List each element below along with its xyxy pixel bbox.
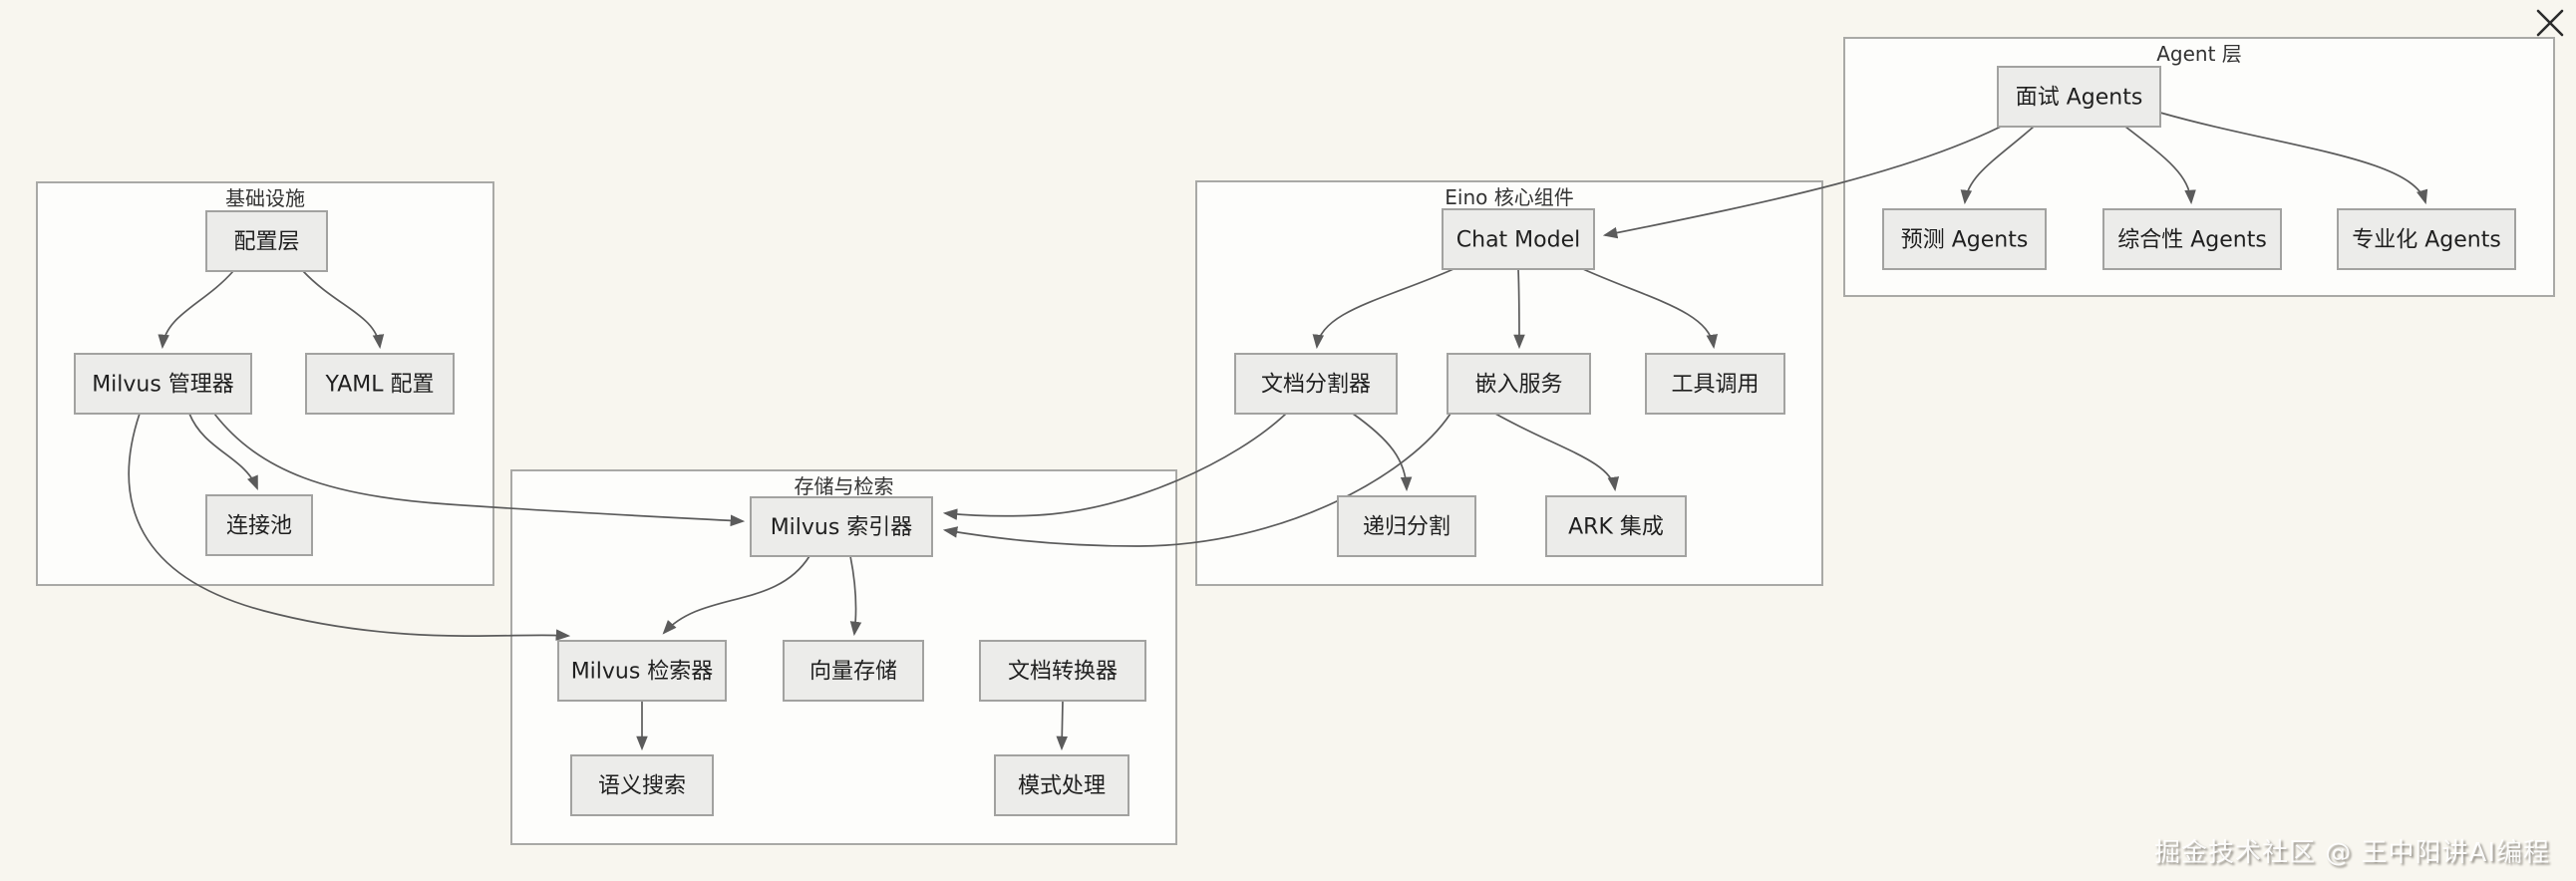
node-semantic-search-box [570,754,714,816]
node-milvus-retriever: Milvus 检索器 [557,640,727,702]
group-infrastructure-title: 基础设施 [225,186,305,210]
node-config-layer-label: 配置层 [233,230,299,255]
node-milvus-indexer: Milvus 索引器 [750,496,933,557]
node-tool-calling-box [1645,353,1785,415]
edge-chat-model-to-tool-calling [1582,268,1719,350]
node-milvus-manager-box [74,353,252,415]
node-interview-agents-label: 面试 Agents [2016,86,2143,111]
node-interview-agents-box [1997,66,2161,128]
edge-milvus-manager-to-milvus-retriever [128,413,571,641]
node-chat-model-box [1442,208,1595,270]
node-milvus-manager: Milvus 管理器 [74,353,252,415]
watermark-text: 掘金技术社区 @ 王中阳讲AI编程 [2154,838,2550,868]
node-vector-storage-label: 向量存储 [809,660,897,685]
node-vector-storage: 向量存储 [783,640,924,702]
node-semantic-search: 语义搜索 [570,754,714,816]
edge-doc-splitter-to-milvus-indexer [942,413,1287,520]
node-embedding-service: 嵌入服务 [1447,353,1591,415]
close-button[interactable] [2532,5,2568,41]
node-doc-transformer: 文档转换器 [979,640,1146,702]
node-vector-storage-box [783,640,924,702]
node-config-layer: 配置层 [205,210,328,272]
node-yaml-config-box [305,353,455,415]
node-embedding-service-box [1447,353,1591,415]
edge-embedding-service-to-milvus-indexer [942,413,1451,547]
node-yaml-config-label: YAML 配置 [324,373,434,398]
node-doc-splitter-box [1234,353,1398,415]
node-doc-transformer-box [979,640,1146,702]
node-chat-model-label: Chat Model [1456,228,1580,253]
node-doc-transformer-label: 文档转换器 [1008,660,1118,685]
node-connection-pool-box [205,494,313,556]
node-milvus-retriever-box [557,640,727,702]
node-config-layer-box [205,210,328,272]
node-yaml-config: YAML 配置 [305,353,455,415]
node-milvus-indexer-label: Milvus 索引器 [771,515,913,540]
node-ark-integration-label: ARK 集成 [1568,515,1664,540]
edge-chat-model-to-embedding-service [1513,268,1525,350]
edge-config-layer-to-milvus-manager [158,270,234,350]
edge-embedding-service-to-ark-integration [1494,413,1620,492]
node-schema-processing: 模式处理 [994,754,1129,816]
edge-chat-model-to-doc-splitter [1312,268,1454,350]
node-comprehensive-agents-label: 综合性 Agents [2117,228,2267,253]
node-prediction-agents-label: 预测 Agents [1901,228,2029,253]
node-recursive-split-label: 递归分割 [1363,515,1450,540]
node-comprehensive-agents: 综合性 Agents [2102,208,2282,270]
node-prediction-agents-box [1882,208,2047,270]
edge-milvus-manager-to-milvus-indexer [213,413,746,527]
node-milvus-manager-label: Milvus 管理器 [92,373,234,398]
node-tool-calling-label: 工具调用 [1671,373,1759,398]
node-interview-agents: 面试 Agents [1997,66,2161,128]
node-ark-integration-box [1545,495,1687,557]
edge-milvus-indexer-to-milvus-retriever [662,555,810,635]
edge-interview-agents-to-prediction-agents [1960,126,2035,205]
edge-interview-agents-to-specialized-agents [2159,112,2428,205]
node-milvus-indexer-box [750,496,933,557]
node-schema-processing-box [994,754,1129,816]
node-chat-model: Chat Model [1442,208,1595,270]
node-specialized-agents-box [2337,208,2516,270]
edge-doc-transformer-to-schema-processing [1056,700,1069,751]
edge-doc-splitter-to-recursive-split [1352,413,1413,492]
node-connection-pool-label: 连接池 [226,514,292,539]
node-comprehensive-agents-box [2102,208,2282,270]
node-specialized-agents-label: 专业化 Agents [2352,228,2501,253]
node-recursive-split: 递归分割 [1337,495,1476,557]
node-schema-processing-label: 模式处理 [1018,774,1106,799]
edge-interview-agents-to-chat-model [1602,126,2002,239]
edge-config-layer-to-yaml-config [302,270,385,350]
group-storage-retrieval-title: 存储与检索 [795,474,894,498]
node-doc-splitter-label: 文档分割器 [1261,373,1371,398]
node-semantic-search-label: 语义搜索 [598,774,686,799]
group-eino-core-title: Eino 核心组件 [1445,185,1573,209]
node-milvus-retriever-label: Milvus 检索器 [571,660,714,685]
node-tool-calling: 工具调用 [1645,353,1785,415]
node-recursive-split-box [1337,495,1476,557]
group-agent-layer-title: Agent 层 [2156,42,2242,66]
close-icon [2536,9,2564,37]
node-doc-splitter: 文档分割器 [1234,353,1398,415]
node-prediction-agents: 预测 Agents [1882,208,2047,270]
edge-interview-agents-to-comprehensive-agents [2124,126,2196,205]
node-ark-integration: ARK 集成 [1545,495,1687,557]
node-connection-pool: 连接池 [205,494,313,556]
edge-milvus-indexer-to-vector-storage [849,555,862,637]
node-specialized-agents: 专业化 Agents [2337,208,2516,270]
edge-milvus-manager-to-connection-pool [188,413,258,491]
node-embedding-service-label: 嵌入服务 [1474,373,1562,398]
